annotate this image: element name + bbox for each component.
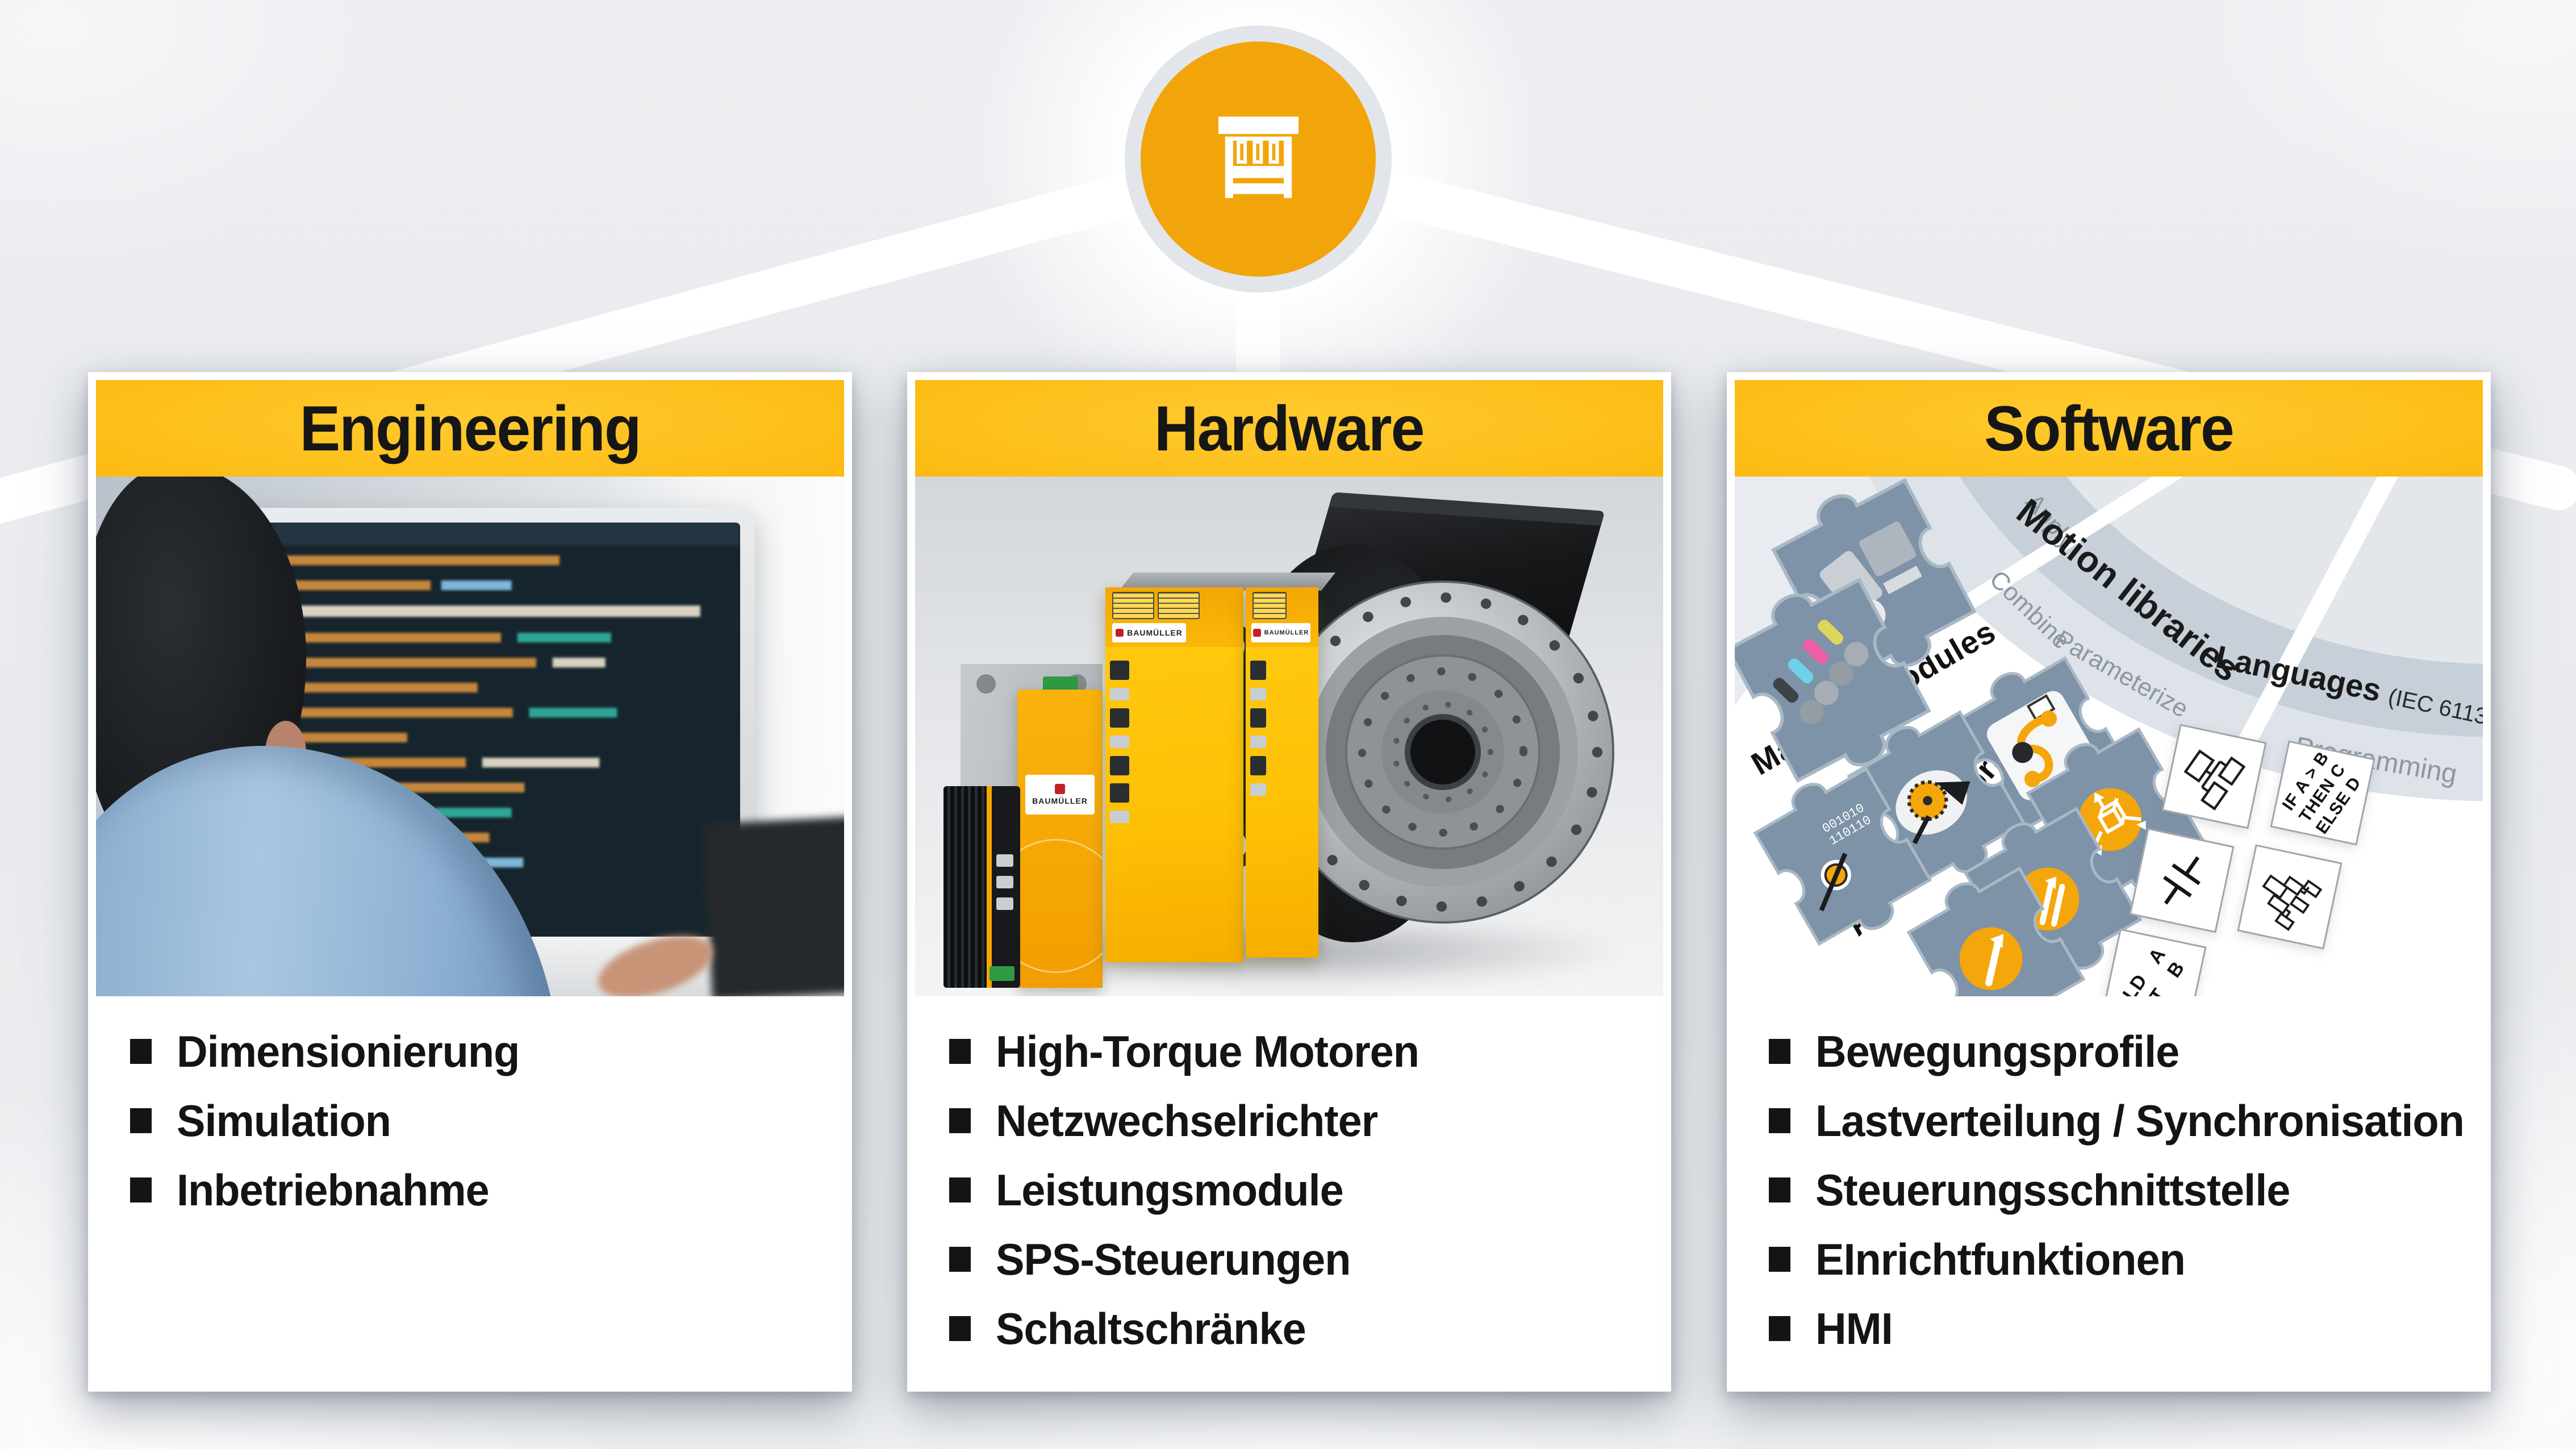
list-item: EInrichtfunktionen xyxy=(1769,1234,2483,1284)
bullet-square xyxy=(130,1177,152,1202)
panel-software: Software Apply Motion libraries Combine … xyxy=(1727,372,2491,1392)
software-title: Software xyxy=(1984,392,2235,464)
basic-piece-ramp xyxy=(1906,866,2086,996)
engineering-title: Engineering xyxy=(299,392,641,464)
hardware-title: Hardware xyxy=(1154,392,1425,464)
bullet-square xyxy=(1769,1316,1790,1341)
warning-label xyxy=(1252,592,1287,619)
ethernet-port xyxy=(996,854,1013,867)
hardware-header: Hardware xyxy=(915,380,1663,477)
engineering-photo xyxy=(96,477,844,996)
list-item: Leistungsmodule xyxy=(949,1165,1663,1215)
bullet-square xyxy=(130,1108,152,1133)
brand-text: BAUMÜLLER xyxy=(1264,629,1309,636)
heatsink-fins xyxy=(943,786,987,988)
instruction-list-code: LD A ST B xyxy=(2118,943,2189,996)
list-item: SPS-Steuerungen xyxy=(949,1234,1663,1284)
bullet-square xyxy=(1769,1039,1790,1064)
terminal-box-top xyxy=(1329,492,1605,526)
ethernet-port xyxy=(996,876,1013,888)
list-item: HMI xyxy=(1769,1304,2483,1354)
list-item: Schaltschränke xyxy=(949,1304,1663,1354)
brand-chip: BAUMÜLLER xyxy=(1251,623,1310,642)
brand-label: BAUMÜLLER xyxy=(1025,775,1095,815)
tile-sequential-function-chart xyxy=(2237,844,2343,950)
fbd-symbol xyxy=(2183,749,2246,811)
software-list: Bewegungsprofile Lastverteilung / Synchr… xyxy=(1735,996,2483,1354)
tile-ladder-diagram xyxy=(2129,828,2235,933)
tile-function-block-diagram xyxy=(2161,724,2267,829)
orange-strip xyxy=(986,786,992,988)
tile-structured-text: IF A > B THEN C ELSE D xyxy=(2270,740,2375,846)
drive-head: BAUMÜLLER xyxy=(1246,587,1318,647)
sfc-symbol xyxy=(2262,874,2323,931)
mount-hole xyxy=(976,674,996,694)
hardware-list: High-Torque Motoren Netzwechselrichter L… xyxy=(915,996,1663,1354)
machine-module-piece-printing xyxy=(1735,577,1931,783)
connector-column xyxy=(1110,661,1129,823)
slim-controller: BAUMÜLLER xyxy=(1017,690,1103,988)
bullet-square xyxy=(949,1316,971,1341)
hero-ring xyxy=(1125,26,1392,293)
list-item: Inbetriebnahme xyxy=(130,1165,844,1215)
press-machine-icon xyxy=(1141,41,1376,277)
drive-unit-large: BAUMÜLLER xyxy=(1105,587,1243,962)
terminal-block xyxy=(990,966,1014,981)
plc-box xyxy=(943,786,1020,988)
list-item: Netzwechselrichter xyxy=(949,1096,1663,1146)
brand-text: BAUMÜLLER xyxy=(1127,628,1183,637)
usb-port xyxy=(996,897,1013,910)
ladder-symbol xyxy=(2163,856,2201,905)
panel-engineering: Engineering xyxy=(88,372,852,1392)
bullet-square xyxy=(130,1039,152,1064)
bullet-square xyxy=(1769,1177,1790,1202)
drive-front xyxy=(1105,647,1243,962)
bullet-square xyxy=(1769,1247,1790,1272)
list-item: Simulation xyxy=(130,1096,844,1146)
bullet-square xyxy=(1769,1108,1790,1133)
drive-front xyxy=(1246,647,1318,958)
brand-text: BAUMÜLLER xyxy=(1032,796,1088,805)
motor-flange xyxy=(1271,581,1614,924)
drive-unit-small: BAUMÜLLER xyxy=(1246,587,1318,958)
warning-label xyxy=(1158,592,1200,619)
bullet-square xyxy=(949,1247,971,1272)
software-header: Software xyxy=(1735,380,2483,477)
drive-head: BAUMÜLLER xyxy=(1105,587,1243,647)
hardware-photo: BAUMÜLLER BAUMÜLLER xyxy=(915,477,1663,996)
panel-hardware: Hardware xyxy=(907,372,1671,1392)
drive-cabinet: BAUMÜLLER BAUMÜLLER xyxy=(1105,573,1336,962)
brand-chip: BAUMÜLLER xyxy=(1112,623,1186,642)
warning-label xyxy=(1112,592,1154,619)
bullet-square xyxy=(949,1039,971,1064)
connector-column xyxy=(1250,661,1266,796)
laptop xyxy=(703,816,844,996)
press-machine-glyph xyxy=(1218,116,1299,198)
bullet-square xyxy=(949,1108,971,1133)
software-diagram: Apply Motion libraries Combine Parameter… xyxy=(1735,477,2483,996)
bullet-square xyxy=(949,1177,971,1202)
baumueller-bell-icon xyxy=(1055,784,1065,794)
engineering-header: Engineering xyxy=(96,380,844,477)
list-item: Steuerungsschnittstelle xyxy=(1769,1165,2483,1215)
advanced-piece-positioning: 001010 110110 xyxy=(1753,767,1932,946)
baumueller-bell-icon xyxy=(1252,629,1261,637)
list-item: Bewegungsprofile xyxy=(1769,1026,2483,1076)
baumueller-bell-icon xyxy=(1116,629,1124,637)
list-item: Lastverteilung / Synchronisation xyxy=(1769,1096,2483,1146)
advanced-piece-saw xyxy=(1847,710,2026,890)
list-item: High-Torque Motoren xyxy=(949,1026,1663,1076)
engineering-list: Dimensionierung Simulation Inbetriebnahm… xyxy=(96,996,844,1215)
structured-text-code: IF A > B THEN C ELSE D xyxy=(2278,748,2365,838)
list-item: Dimensionierung xyxy=(130,1026,844,1076)
